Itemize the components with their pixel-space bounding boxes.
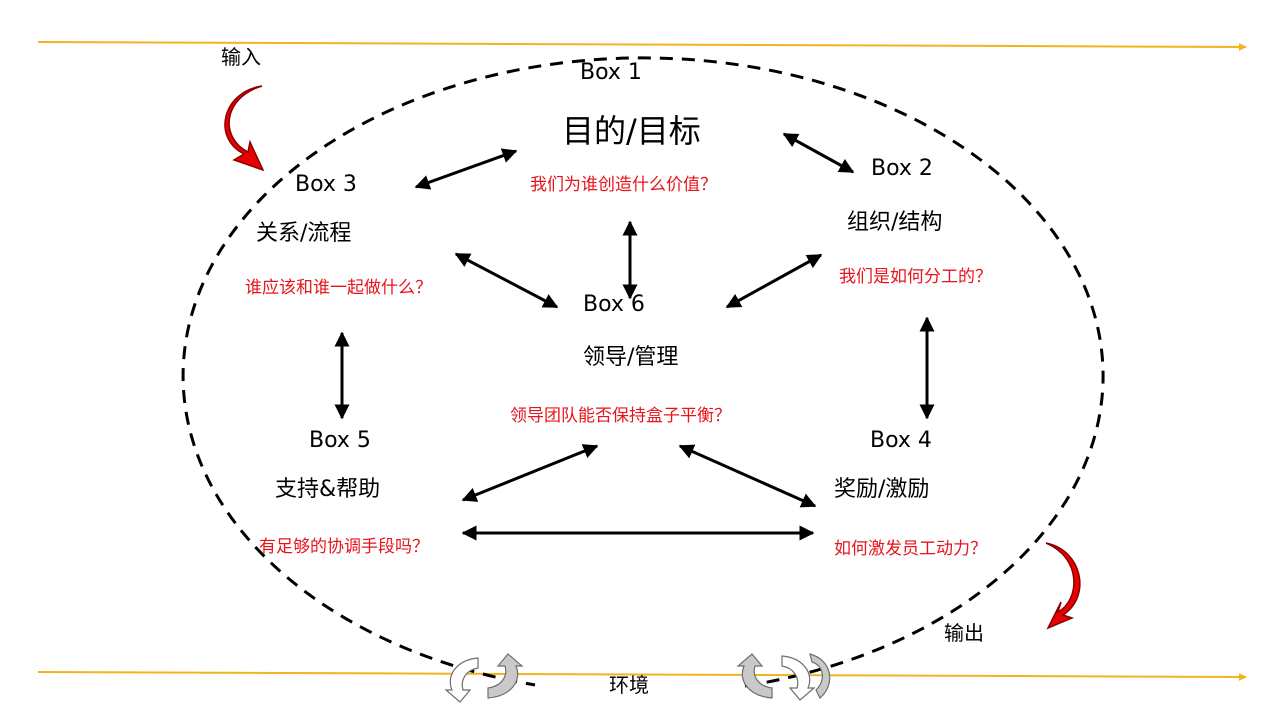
environment-label: 环境 <box>609 673 649 697</box>
arrow-box6-box5 <box>461 444 599 502</box>
bottom-boundary-arrow <box>37 671 1247 681</box>
env-cycle-left-icon <box>444 653 524 703</box>
box2-question: 我们是如何分工的？ <box>839 267 992 287</box>
output-label: 输出 <box>944 621 984 645</box>
box5-question: 有足够的协调手段吗？ <box>259 537 429 557</box>
arrow-box1-box3 <box>414 148 518 190</box>
input-label: 输入 <box>221 45 261 69</box>
arrow-box1-box2 <box>782 132 855 174</box>
output-curved-arrow-icon <box>1045 542 1081 630</box>
env-cycle-right-icon <box>736 653 831 701</box>
box1-question: 我们为谁创造什么价值？ <box>530 175 717 195</box>
organization-boundary-ellipse <box>181 56 1105 688</box>
box6-question: 领导团队能否保持盒子平衡？ <box>510 406 731 426</box>
box5-topic: 支持&帮助 <box>275 477 381 502</box>
box6-title: Box 6 <box>583 292 645 317</box>
box6-topic: 领导/管理 <box>583 345 679 370</box>
box2-title: Box 2 <box>871 156 933 181</box>
box3-topic: 关系/流程 <box>256 221 352 246</box>
box4-question: 如何激发员工动力？ <box>834 539 987 559</box>
arrow-box3-box6 <box>454 252 559 309</box>
box4-topic: 奖励/激励 <box>834 477 930 502</box>
box4-title: Box 4 <box>870 428 932 453</box>
top-boundary-arrow <box>37 41 1247 51</box>
box3-question: 谁应该和谁一起做什么？ <box>245 278 432 298</box>
input-curved-arrow-icon <box>224 85 265 172</box>
box3-title: Box 3 <box>295 172 357 197</box>
box1-title: Box 1 <box>580 60 642 85</box>
arrow-box2-box6 <box>725 253 823 309</box>
box5-title: Box 5 <box>309 428 371 453</box>
box2-topic: 组织/结构 <box>847 210 943 235</box>
arrow-box6-box4 <box>678 444 817 508</box>
box1-topic: 目的/目标 <box>562 112 701 150</box>
